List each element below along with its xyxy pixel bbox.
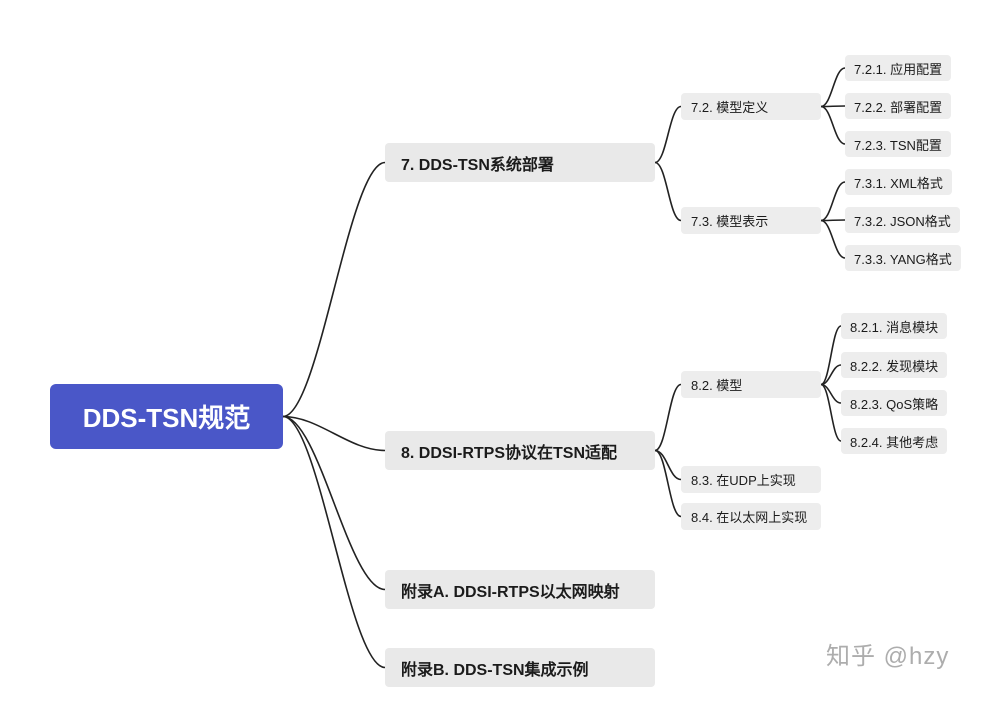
node-appendix-b[interactable]: 附录B. DDS-TSN集成示例 bbox=[385, 648, 655, 687]
node-7-3[interactable]: 7.3. 模型表示 bbox=[681, 207, 821, 234]
node-7-2-1[interactable]: 7.2.1. 应用配置 bbox=[845, 55, 952, 81]
node-7-2-2[interactable]: 7.2.2. 部署配置 bbox=[845, 93, 952, 119]
node-8-2-4[interactable]: 8.2.4. 其他考虑 bbox=[841, 428, 948, 454]
node-8-2-3[interactable]: 8.2.3. QoS策略 bbox=[841, 390, 948, 416]
root-node[interactable]: DDS-TSN规范 bbox=[50, 384, 283, 449]
node-8-4[interactable]: 8.4. 在以太网上实现 bbox=[681, 503, 821, 530]
node-7-3-1[interactable]: 7.3.1. XML格式 bbox=[845, 169, 952, 195]
node-8-2-2[interactable]: 8.2.2. 发现模块 bbox=[841, 352, 948, 378]
node-appendix-a[interactable]: 附录A. DDSI-RTPS以太网映射 bbox=[385, 570, 655, 609]
node-7-2[interactable]: 7.2. 模型定义 bbox=[681, 93, 821, 120]
node-7[interactable]: 7. DDS-TSN系统部署 bbox=[385, 143, 655, 182]
node-7-3-2[interactable]: 7.3.2. JSON格式 bbox=[845, 207, 960, 233]
node-8[interactable]: 8. DDSI-RTPS协议在TSN适配 bbox=[385, 431, 655, 470]
node-8-2[interactable]: 8.2. 模型 bbox=[681, 371, 821, 398]
node-7-3-3[interactable]: 7.3.3. YANG格式 bbox=[845, 245, 961, 271]
node-7-2-3[interactable]: 7.2.3. TSN配置 bbox=[845, 131, 951, 157]
watermark: 知乎 @hzy bbox=[826, 643, 950, 670]
node-8-3[interactable]: 8.3. 在UDP上实现 bbox=[681, 466, 821, 493]
node-8-2-1[interactable]: 8.2.1. 消息模块 bbox=[841, 313, 948, 339]
